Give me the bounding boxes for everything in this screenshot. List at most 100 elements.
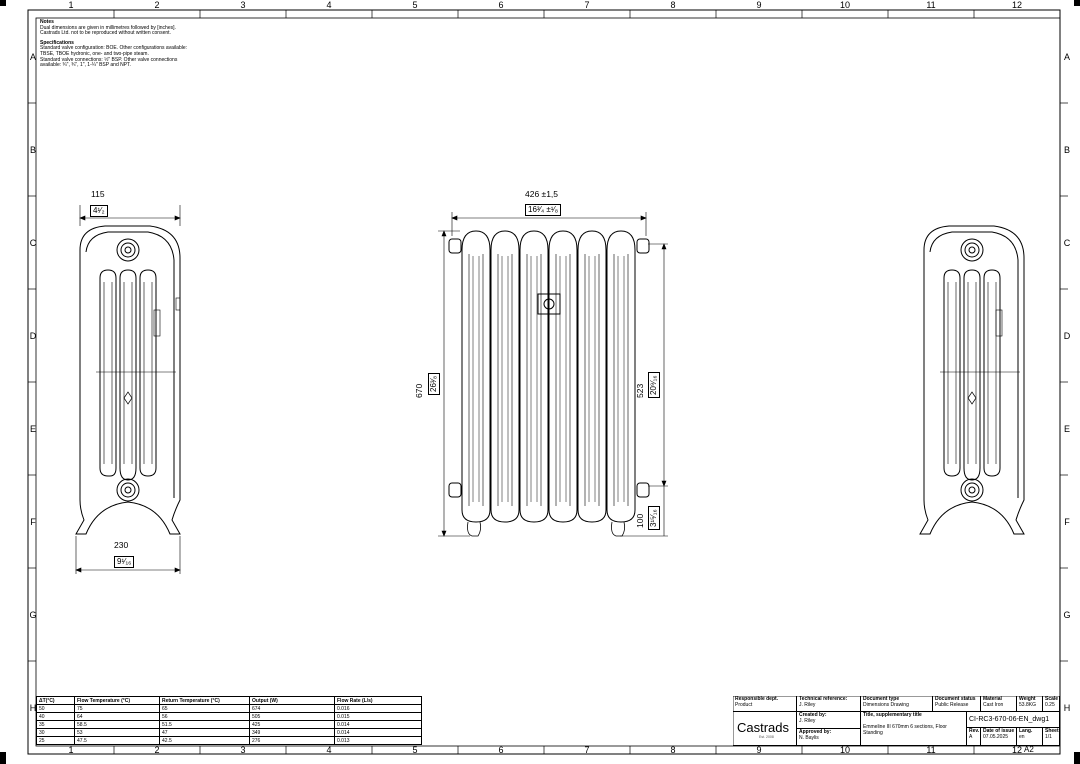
column-zone-label: 5 — [412, 745, 418, 755]
table-cell: 58.5 — [74, 720, 160, 729]
field-value: N. Baylis — [799, 735, 819, 741]
column-zone-label: 6 — [498, 0, 504, 10]
table-cell: 47.5 — [74, 736, 160, 745]
field-label: Date of issue — [983, 728, 1015, 734]
column-header: ΔT(°C) — [36, 696, 75, 705]
row-zone-label: G — [29, 609, 37, 620]
field-label: Rev. — [969, 728, 980, 734]
row-zone-label: A — [1063, 51, 1070, 62]
column-zone-label: 7 — [584, 745, 590, 755]
field-value: A — [969, 734, 973, 740]
centres-mm: 523 — [635, 383, 645, 398]
spec-line: Standard valve configuration: BOE. Other… — [40, 45, 188, 52]
column-zone-label: 4 — [326, 0, 332, 10]
table-cell: 25 — [36, 736, 75, 745]
column-zone-label: 11 — [926, 745, 936, 755]
table-cell: 35 — [36, 720, 75, 729]
rev-cell: Rev.A — [967, 728, 981, 746]
column-zone-label: 8 — [670, 0, 676, 10]
field-label: Weight — [1019, 696, 1036, 702]
column-zone-label: 12 — [1011, 0, 1022, 10]
title-block: Responsible dept.Product Technical refer… — [733, 696, 1060, 748]
field-value: Dimensions Drawing — [863, 702, 909, 708]
table-cell: 53 — [74, 728, 160, 737]
height-in: 26³⁄₈ — [428, 372, 440, 395]
column-zone-label: 8 — [670, 745, 676, 755]
table-header-row: ΔT(°C) Flow Temperature (°C) Return Temp… — [36, 696, 422, 705]
table-cell: 0.015 — [334, 712, 422, 721]
column-zone-label: 12 — [1011, 745, 1022, 755]
column-header: Return Temperature (°C) — [159, 696, 250, 705]
column-zone-label: 9 — [756, 745, 762, 755]
table-cell: 64 — [74, 712, 160, 721]
height-mm: 670 — [414, 383, 424, 398]
column-zone-label: 4 — [326, 745, 332, 755]
table-cell: 0.013 — [334, 736, 422, 745]
row-zone-label: F — [30, 516, 36, 527]
width-mm: 426 ±1,5 — [525, 189, 559, 199]
column-zone-label: 10 — [839, 745, 850, 755]
castrads-logo: Castrads — [737, 720, 790, 735]
table-cell: 30 — [36, 728, 75, 737]
side-depth-in: 4¹⁄₂ — [90, 205, 108, 217]
field-label: Scale — [1045, 696, 1059, 702]
row-zone-label: E — [29, 423, 36, 434]
resp-dept-cell: Responsible dept.Product — [733, 696, 797, 712]
field-value: J. Riley — [799, 702, 816, 708]
spec-line: available: ¾", ¾", 1", 1-¼" BSP and NPT. — [40, 62, 131, 69]
field-label: Lang. — [1019, 728, 1033, 734]
notes-line: Dual dimensions are given in millimetres… — [40, 24, 176, 31]
field-label: Document status — [935, 696, 976, 702]
row-zone-label: D — [1063, 330, 1071, 341]
table-cell: 0.016 — [334, 704, 422, 713]
field-value: 1/1 — [1045, 734, 1052, 740]
column-header: Output (W) — [249, 696, 335, 705]
approved-cell: Approved by:N. Baylis — [797, 729, 861, 746]
foot-depth-mm: 230 — [114, 540, 129, 550]
table-cell: 40 — [36, 712, 75, 721]
column-zone-label: 1 — [68, 745, 74, 755]
field-value: 53.8KG — [1019, 702, 1036, 708]
paper-size: A2 — [1024, 745, 1034, 754]
field-value: 0.25 — [1045, 702, 1055, 708]
column-zone-label: 7 — [584, 0, 590, 10]
row-zone-label: A — [29, 51, 36, 62]
table-cell: 47 — [159, 728, 250, 737]
row-zone-label: C — [29, 237, 37, 248]
table-cell: 505 — [249, 712, 335, 721]
document-number: CI-RC3-670-06-EN_dwg1 — [969, 716, 1050, 723]
field-value: J. Riley — [799, 718, 816, 724]
notes-line: Castrads Ltd. not to be reproduced witho… — [40, 30, 171, 37]
side-view-right — [919, 225, 1025, 535]
spec-line: TBSE, TBOE hydronic, one- and two-pipe s… — [40, 50, 149, 57]
row-zone-label: H — [1063, 702, 1071, 713]
column-zone-label: 2 — [154, 745, 160, 755]
field-label: Material — [983, 696, 1002, 702]
table-cell: 42.5 — [159, 736, 250, 745]
doc-number-cell: CI-RC3-670-06-EN_dwg1 — [967, 712, 1060, 728]
field-value: Public Release — [935, 702, 969, 708]
table-cell: 276 — [249, 736, 335, 745]
row-zone-label: E — [1063, 423, 1070, 434]
field-label: Responsible dept. — [735, 696, 779, 702]
logo-cell — [733, 712, 797, 746]
field-value: Cast Iron — [983, 702, 1004, 708]
column-zone-label: 1 — [68, 0, 74, 10]
table-cell: 425 — [249, 720, 335, 729]
row-zone-label: G — [1063, 609, 1071, 620]
notes-heading: Notes — [40, 19, 54, 25]
foot-depth-in: 9¹⁄₁₆ — [114, 556, 135, 568]
table-cell: 0.014 — [334, 728, 422, 737]
